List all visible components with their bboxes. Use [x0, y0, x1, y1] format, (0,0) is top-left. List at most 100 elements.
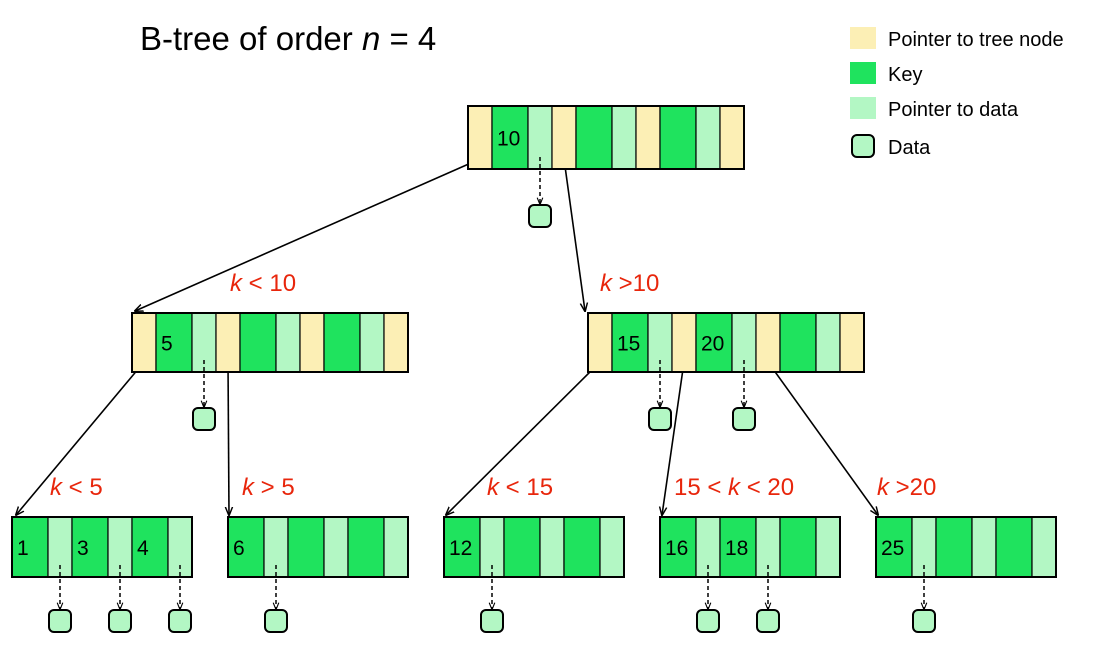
data-record	[648, 407, 672, 431]
data-records	[48, 157, 936, 633]
tree-pointer-edge	[135, 158, 481, 311]
condition-prefix: 15 <	[674, 474, 728, 501]
diagram-title: B-tree of order n = 4	[140, 20, 436, 57]
condition-text: >10	[612, 270, 659, 297]
tree-pointer-cell	[467, 105, 493, 170]
data-pointer-cell	[611, 105, 637, 170]
tree-pointer-cell	[719, 105, 745, 170]
key-cell	[779, 516, 817, 578]
node-leaf5: 25	[875, 516, 1057, 578]
tree-pointer-edge	[228, 361, 229, 515]
key-cell	[503, 516, 541, 578]
condition-variable: k	[242, 474, 256, 501]
node-border	[659, 516, 841, 578]
key-label: 1	[17, 537, 29, 560]
data-pointer-swatch-icon	[850, 97, 876, 119]
legend-label-tree-pointer: Pointer to tree node	[888, 29, 1064, 51]
node-border	[587, 312, 865, 373]
tree-pointer-edge	[563, 158, 585, 311]
node-left: 5	[131, 312, 409, 373]
data-pointer-cell	[275, 312, 301, 373]
data-record	[264, 609, 288, 633]
key-cell	[239, 312, 277, 373]
tree-pointer-cell	[131, 312, 157, 373]
data-pointer-cell	[359, 312, 385, 373]
title-variable: n	[362, 20, 380, 57]
condition-variable: k	[487, 474, 501, 501]
condition-variable: k	[230, 270, 244, 297]
key-cell	[71, 516, 109, 578]
data-record	[48, 609, 72, 633]
condition-variable: k	[728, 474, 742, 501]
data-record	[912, 609, 936, 633]
node-border	[467, 105, 745, 170]
key-cell	[347, 516, 385, 578]
key-label: 10	[497, 128, 520, 151]
condition-left-child: k < 10	[230, 270, 296, 297]
data-pointer-cell	[599, 516, 625, 578]
data-record	[696, 609, 720, 633]
tree-pointer-cell	[551, 105, 577, 170]
key-cell	[935, 516, 973, 578]
tree-pointer-cell	[635, 105, 661, 170]
legend: Pointer to tree node Key Pointer to data…	[850, 27, 1064, 159]
node-border	[443, 516, 625, 578]
data-pointer-cell	[539, 516, 565, 578]
legend-label-data-pointer: Pointer to data	[888, 99, 1019, 121]
tree-pointer-edge	[767, 361, 878, 515]
key-cell	[995, 516, 1033, 578]
key-cell	[131, 516, 169, 578]
data-pointer-cell	[815, 516, 841, 578]
data-record	[192, 407, 216, 431]
tree-pointer-cell	[839, 312, 865, 373]
key-cell	[695, 312, 733, 373]
condition-variable: k	[50, 474, 64, 501]
key-cell	[323, 312, 361, 373]
data-pointer-cell	[1031, 516, 1057, 578]
data-pointer-cell	[815, 312, 841, 373]
condition-text: > 5	[254, 474, 295, 501]
condition-leaf-4: 15 < k < 20	[674, 474, 794, 501]
key-label: 6	[233, 537, 245, 560]
key-label: 4	[137, 537, 149, 560]
data-box-icon	[851, 134, 875, 158]
key-swatch-icon	[850, 62, 876, 84]
legend-label-data: Data	[888, 137, 931, 159]
key-label: 18	[725, 537, 748, 560]
node-leaf3: 12	[443, 516, 625, 578]
condition-variable: k	[600, 270, 614, 297]
tree-pointer-cell	[671, 312, 697, 373]
key-label: 15	[617, 333, 640, 356]
condition-text: < 20	[740, 474, 794, 501]
tree-pointer-edge	[16, 361, 145, 515]
title-suffix: = 4	[380, 20, 436, 57]
node-border	[875, 516, 1057, 578]
data-record	[108, 609, 132, 633]
key-cell	[719, 516, 757, 578]
edges	[16, 158, 878, 515]
key-cell	[659, 105, 697, 170]
condition-text: < 10	[242, 270, 296, 297]
condition-leaf-1: k < 5	[50, 474, 103, 501]
condition-right-child: k >10	[600, 270, 659, 297]
key-cell	[155, 312, 193, 373]
tree-pointer-edge	[662, 361, 685, 515]
data-record	[480, 609, 504, 633]
tree-pointer-cell	[755, 312, 781, 373]
key-cell	[875, 516, 913, 578]
key-label: 16	[665, 537, 688, 560]
key-cell	[563, 516, 601, 578]
key-cell	[287, 516, 325, 578]
condition-variable: k	[877, 474, 891, 501]
tree-pointer-swatch-icon	[850, 27, 876, 49]
tree-pointer-cell	[215, 312, 241, 373]
key-cell	[779, 312, 817, 373]
node-root: 10	[467, 105, 745, 170]
key-label: 5	[161, 333, 173, 356]
node-border	[131, 312, 409, 373]
